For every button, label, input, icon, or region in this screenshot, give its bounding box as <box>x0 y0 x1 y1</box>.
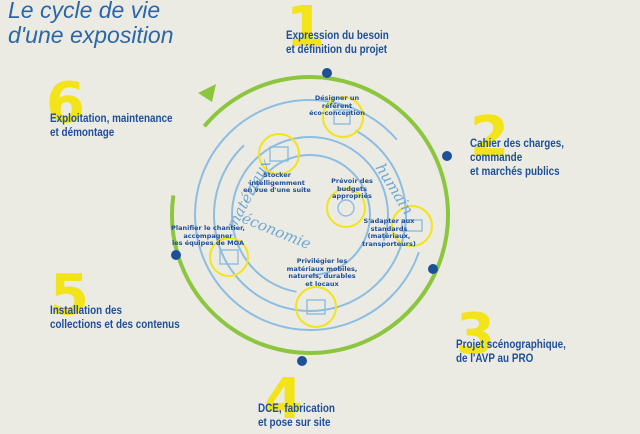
tip-materiaux: Privilégier les matériaux mobiles, natur… <box>286 257 358 288</box>
referent-icon <box>322 96 364 138</box>
title-line-1: Le cycle de vie <box>8 0 161 23</box>
step-number-1: 1 <box>286 0 325 60</box>
step-label-6: Exploitation, maintenance et démontage <box>50 113 173 139</box>
budget-glyph-icon <box>337 199 355 217</box>
tip-referent: Désigner un référent éco-conception <box>309 94 365 117</box>
step-label-3: Projet scénographique, de l'AVP au PRO <box>456 339 566 365</box>
transport-glyph-icon <box>401 219 423 232</box>
tip-chantier: Planifier le chantier, accompagner les é… <box>171 224 245 247</box>
storage-glyph-icon <box>269 146 289 162</box>
inner-ring-3 <box>231 136 389 294</box>
inner-ring-4 <box>248 154 371 276</box>
materials-glyph-icon <box>306 299 326 315</box>
step-dot-3 <box>428 264 438 274</box>
page-title: Le cycle de vie d'une exposition <box>8 0 268 48</box>
outer-ring <box>170 75 450 355</box>
step-label-1: Expression du besoin et définition du pr… <box>286 30 389 56</box>
budget-icon <box>326 188 366 228</box>
materials-icon <box>295 286 337 328</box>
inner-ring-2 <box>213 118 407 312</box>
step-label-4: DCE, fabrication et pose sur site <box>258 403 335 429</box>
tip-budget: Prévoir des budgets appropriés <box>331 177 373 200</box>
step-dot-2 <box>442 151 452 161</box>
storage-icon <box>258 133 300 175</box>
transport-icon <box>391 205 433 247</box>
construction-icon <box>209 237 249 277</box>
step-number-3: 3 <box>456 302 495 367</box>
step-number-4: 4 <box>264 367 303 432</box>
tip-standards: S'adapter aux standards (matériaux, tran… <box>362 217 416 248</box>
step-dot-4 <box>297 356 307 366</box>
step-label-2: Cahier des charges, commande et marchés … <box>470 138 565 178</box>
step-number-2: 2 <box>470 105 509 170</box>
step-number-6: 6 <box>46 71 85 136</box>
step-number-5: 5 <box>50 263 89 328</box>
construction-glyph-icon <box>219 249 239 265</box>
inner-ring-1 <box>194 99 426 331</box>
title-line-2: d'une exposition <box>8 22 174 48</box>
step-dot-1 <box>322 68 332 78</box>
tip-storage: Stocker intelligemment en vue d'une suit… <box>243 171 311 194</box>
step-dot-5 <box>171 250 181 260</box>
step-label-5: Installation des collections et des cont… <box>50 305 180 331</box>
ring-arrow-icon <box>198 84 216 102</box>
referent-glyph-icon <box>333 109 351 125</box>
